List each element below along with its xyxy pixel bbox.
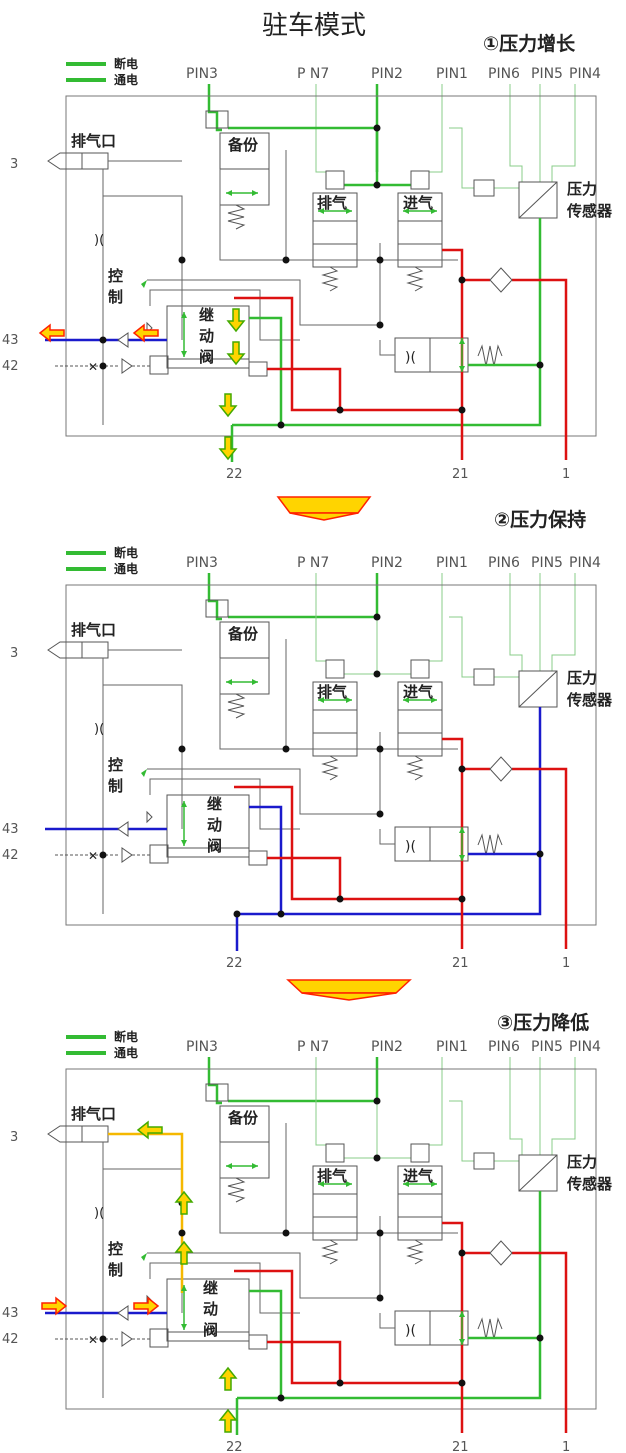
flow-arrow	[218, 308, 246, 461]
pin-label: PIN3	[186, 555, 218, 571]
pin-label: P N7	[297, 66, 329, 82]
backup-valve-label: 备份	[227, 625, 259, 643]
pin-label: PIN5	[531, 555, 563, 571]
flow-arrow	[38, 323, 159, 343]
pin-label: PIN5	[531, 66, 563, 82]
relay-valve-label: 继	[207, 795, 222, 813]
port-label: 42	[2, 1332, 19, 1347]
pin-label: PIN6	[488, 555, 520, 571]
pin-label: PIN4	[569, 1039, 601, 1055]
pin-label: P N7	[297, 555, 329, 571]
port-label: 43	[2, 822, 19, 837]
legend-power-off: 断电	[114, 545, 138, 560]
intake-valve-label: 进气	[403, 194, 433, 212]
pin-label: PIN4	[569, 66, 601, 82]
control-label: 制	[108, 1261, 123, 1279]
relay-valve-label: 动	[207, 816, 222, 834]
pressure-sensor-label: 传感器	[566, 1175, 613, 1193]
transition-arrow	[276, 496, 372, 514]
legend-power-off: 断电	[114, 1029, 138, 1044]
port-label: 1	[562, 956, 570, 971]
relay-valve-label: 阀	[203, 1321, 218, 1339]
pin-label: P N7	[297, 1039, 329, 1055]
exhaust-port-label: 排气口	[71, 1105, 116, 1123]
port-label: 43	[2, 333, 19, 348]
control-label: 制	[108, 777, 123, 795]
pin-label: PIN5	[531, 1039, 563, 1055]
flow-arrow	[41, 1296, 160, 1316]
relay-valve-label: 继	[199, 306, 214, 324]
control-label: 控	[108, 756, 123, 774]
phase-title: ②压力保持	[494, 508, 586, 531]
pin-label: PIN1	[436, 555, 468, 571]
port-label: 21	[452, 1440, 469, 1453]
relay-valve-label: 阀	[199, 348, 214, 366]
port-label: 42	[2, 359, 19, 374]
legend-power-on: 通电	[114, 72, 138, 87]
flow-arrow	[136, 1120, 238, 1433]
port-label: 1	[562, 467, 570, 482]
pressure-sensor-label: 传感器	[566, 691, 613, 709]
exhaust-port-label: 排气口	[71, 132, 116, 150]
port-label: 22	[226, 467, 243, 482]
pressure-sensor-label: 压力	[567, 669, 597, 687]
relay-valve-label: 动	[199, 327, 214, 345]
backup-valve-label: 备份	[227, 136, 259, 154]
pressure-sensor-label: 压力	[567, 180, 597, 198]
pin-label: PIN1	[436, 1039, 468, 1055]
control-label: 控	[108, 1240, 123, 1258]
pin-label: PIN3	[186, 66, 218, 82]
pin-label: PIN6	[488, 1039, 520, 1055]
legend-power-on: 通电	[114, 1045, 138, 1060]
port-label: 22	[226, 956, 243, 971]
port-label: 3	[10, 157, 18, 172]
legend: 断电 通电	[66, 56, 138, 87]
exhaust-valve-label: 排气	[317, 683, 347, 701]
port-label: 3	[10, 1130, 18, 1145]
control-label: 控	[108, 267, 123, 285]
pressure-sensor-label: 压力	[567, 1153, 597, 1171]
legend-power-on: 通电	[114, 561, 138, 576]
exhaust-port-label: 排气口	[71, 621, 116, 639]
port-label: 42	[2, 848, 19, 863]
relay-valve-label: 动	[203, 1300, 218, 1318]
port-label: 3	[10, 646, 18, 661]
port-label: 21	[452, 467, 469, 482]
intake-valve-label: 进气	[403, 1167, 433, 1185]
panel-pressure-increase: ①压力增长 PIN3 P N7 PIN2 PIN1 PIN6 PIN5 PIN4	[2, 32, 613, 482]
transition-arrow	[286, 979, 412, 994]
pin-label: PIN4	[569, 555, 601, 571]
control-label: 制	[108, 288, 123, 306]
relay-valve-label: 继	[203, 1279, 218, 1297]
phase-title: ③压力降低	[497, 1011, 589, 1034]
phase-title: ①压力增长	[483, 32, 576, 55]
backup-valve-label: 备份	[227, 1109, 259, 1127]
pin-label: PIN1	[436, 66, 468, 82]
exhaust-valve-label: 排气	[317, 194, 347, 212]
pin-label: PIN2	[371, 555, 403, 571]
page-title: 驻车模式	[262, 11, 366, 41]
exhaust-valve-label: 排气	[317, 1167, 347, 1185]
port-label: 1	[562, 1440, 570, 1453]
pin-label: PIN2	[371, 66, 403, 82]
pin-label: PIN2	[371, 1039, 403, 1055]
legend-power-off: 断电	[114, 56, 138, 71]
intake-valve-label: 进气	[403, 683, 433, 701]
panel-pressure-hold: 断电 通电 ②压力保持 PIN3 P N7 PIN2 PIN1 PIN6 PIN…	[2, 508, 613, 971]
pin-label: PIN3	[186, 1039, 218, 1055]
relay-valve-label: 阀	[207, 837, 222, 855]
pin-label: PIN6	[488, 66, 520, 82]
pressure-sensor-label: 传感器	[566, 202, 613, 220]
port-label: 43	[2, 1306, 19, 1321]
port-label: 22	[226, 1440, 243, 1453]
panel-pressure-decrease: 断电 通电 ③压力降低 PIN3 P N7 PIN2 PIN1 PIN6 PIN…	[2, 1011, 613, 1453]
port-label: 21	[452, 956, 469, 971]
